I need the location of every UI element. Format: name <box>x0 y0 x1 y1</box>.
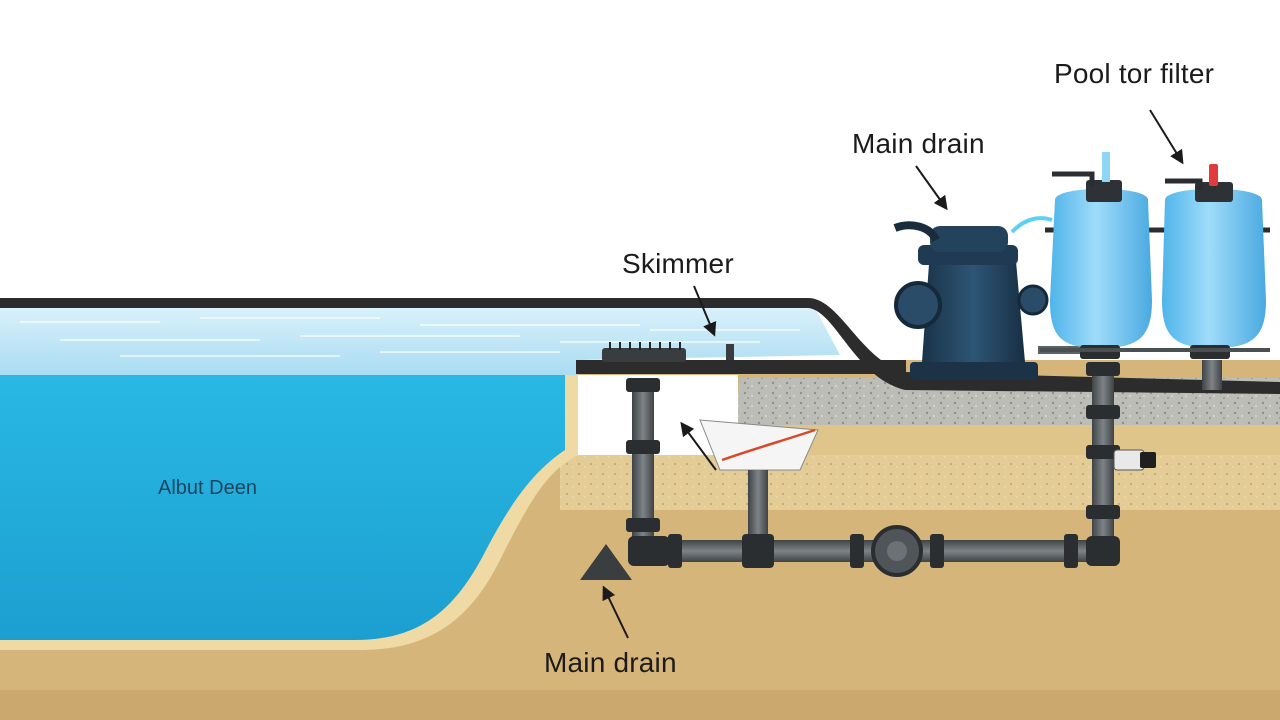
arrow-icon <box>693 285 717 337</box>
side-valve <box>1113 449 1156 471</box>
arrow-icon <box>602 585 629 639</box>
pipe-fitting <box>1086 505 1120 519</box>
plumbing <box>626 360 1222 577</box>
pipe-fitting <box>930 534 944 568</box>
skimmer-port <box>726 344 734 360</box>
pool-coping <box>0 298 1280 394</box>
main-return-pipe <box>640 540 1100 562</box>
pipe-fitting <box>1086 362 1120 376</box>
filter-tank-icon <box>1040 152 1270 359</box>
filter-riser-pipe <box>1092 370 1114 560</box>
skimmer-pipe <box>748 470 768 550</box>
pool-water <box>0 375 565 640</box>
pipe-fitting <box>626 518 660 532</box>
filter-outlet-pipe <box>1202 360 1222 390</box>
deep-ground <box>0 690 1280 720</box>
arrow-icon <box>1149 109 1184 165</box>
pipe-fitting <box>1086 405 1120 419</box>
main-drain-label: Main drain <box>544 647 677 678</box>
skimmer <box>602 342 819 550</box>
pipe-fitting <box>1064 534 1078 568</box>
pipe-fitting <box>626 378 660 392</box>
skimmer-label: Skimmer <box>622 248 734 279</box>
flow-line <box>721 428 816 462</box>
pipe-fitting <box>626 440 660 454</box>
tee-fitting <box>742 534 774 568</box>
arrow-icon <box>680 421 717 471</box>
arrow-icon <box>915 165 948 211</box>
drain-riser-pipe <box>632 378 654 558</box>
pool-body-text: Albut Deen <box>158 477 257 499</box>
pump-label: Main drain <box>852 128 985 159</box>
pipe-fitting <box>1086 445 1120 459</box>
pipe-fitting <box>850 534 864 568</box>
deck-slab <box>576 360 906 374</box>
skimmer-lid <box>602 348 686 362</box>
sand-layer <box>560 455 1280 510</box>
filter-label: Pool tor filter <box>1054 58 1215 89</box>
elbow-fitting <box>1086 536 1120 566</box>
drain-triangle-icon <box>580 544 632 580</box>
pipe-fitting <box>668 534 682 568</box>
valve-icon <box>871 525 923 577</box>
elbow-fitting <box>628 536 670 566</box>
